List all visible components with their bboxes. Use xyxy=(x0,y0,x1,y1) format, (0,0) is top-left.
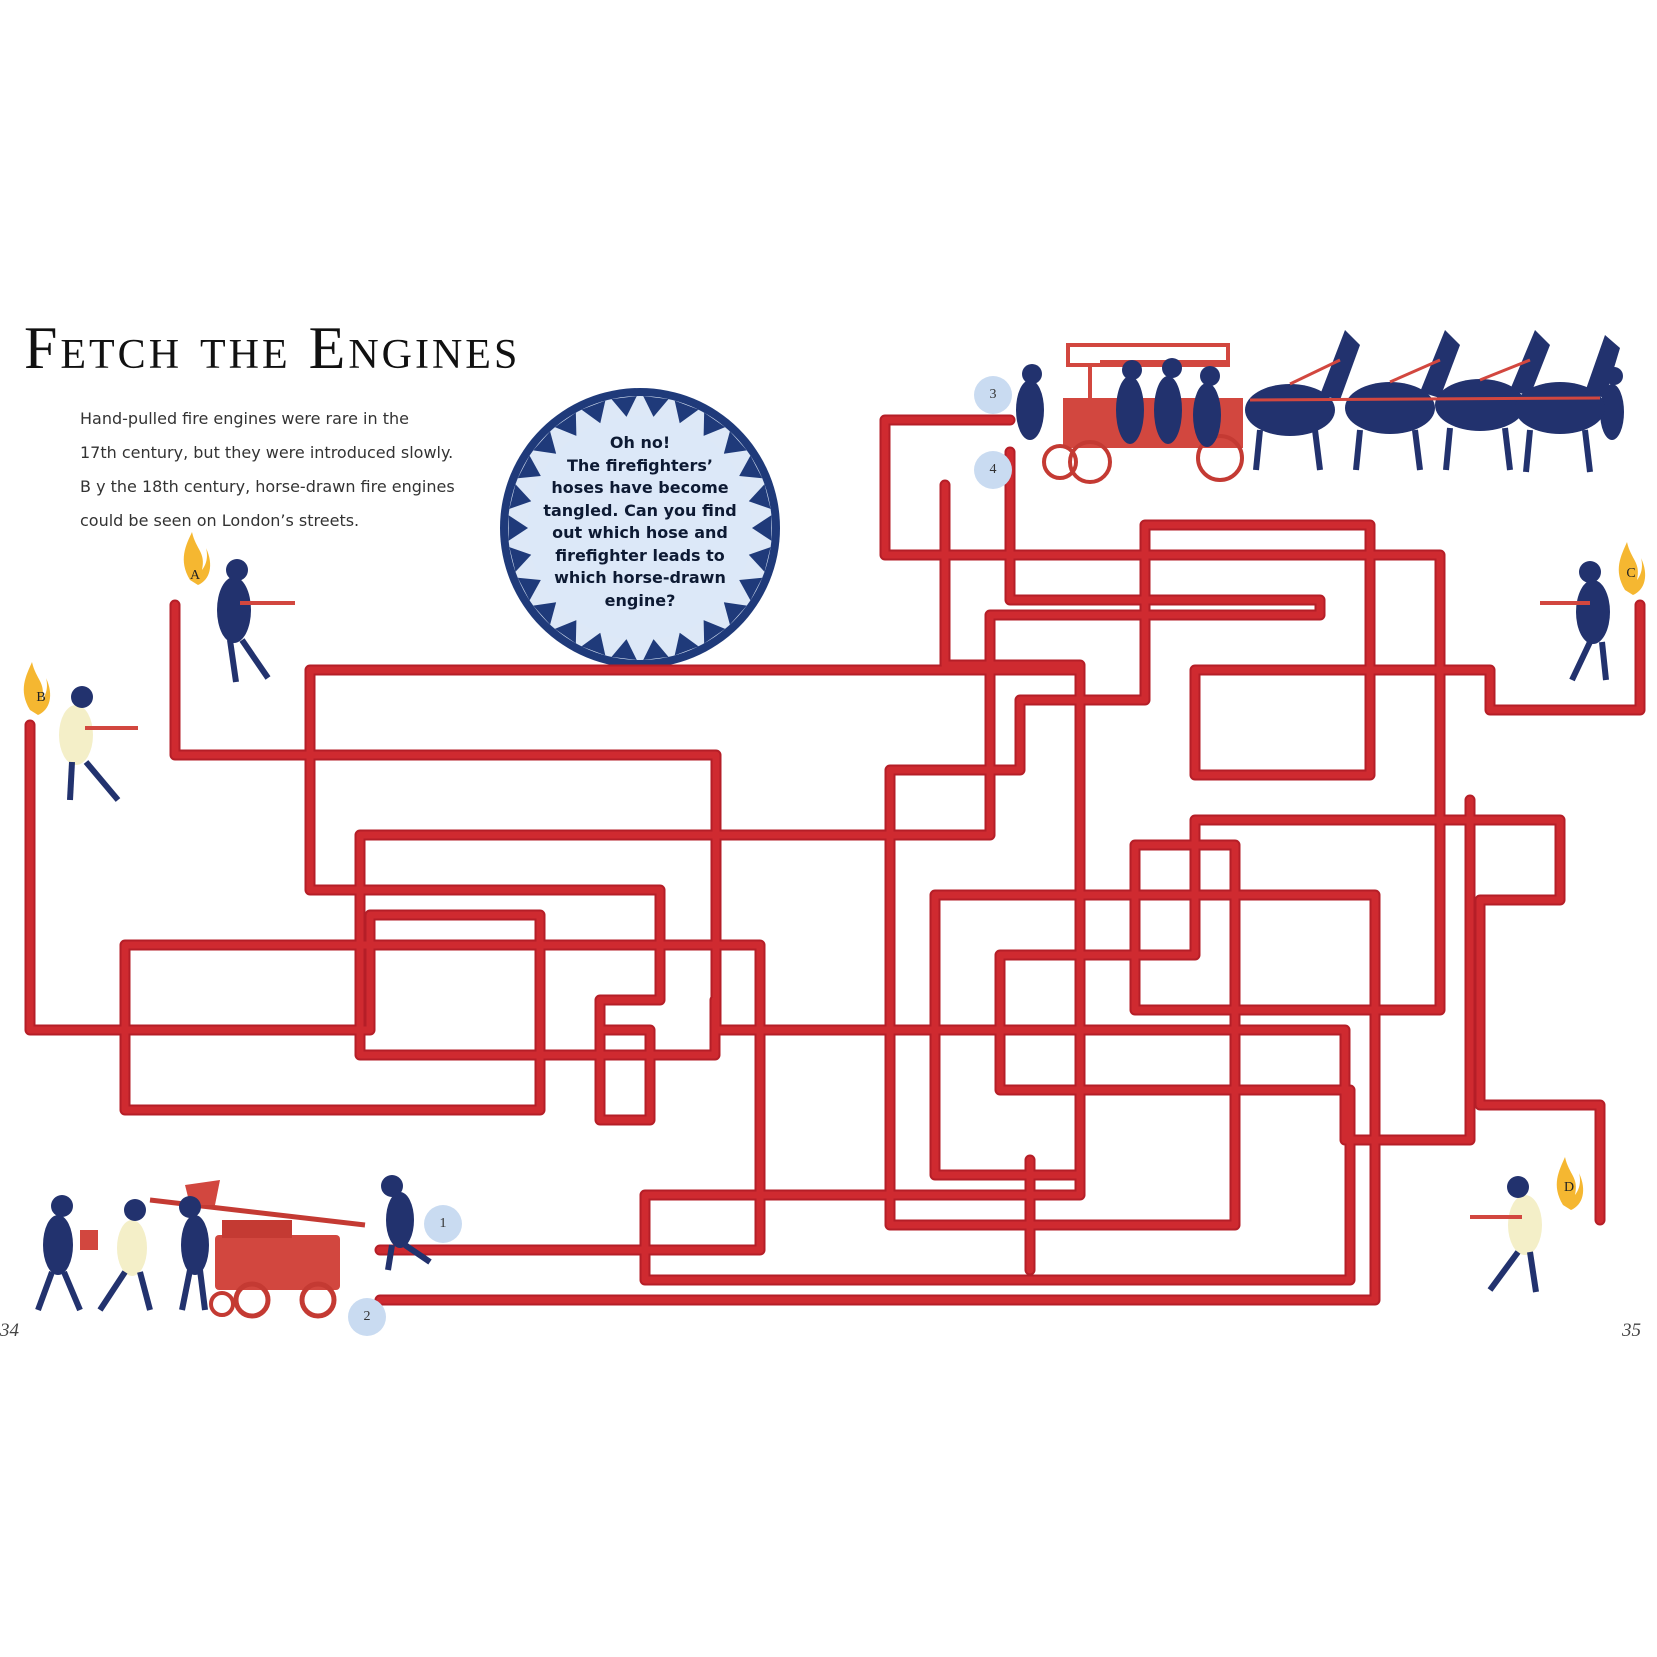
puzzle-question: Oh no! The firefighters’ hoses have beco… xyxy=(515,432,765,612)
firefighter-label-c: C xyxy=(1626,566,1636,581)
horse-drawn-engine xyxy=(1016,330,1624,484)
question-line: tangled. Can you find xyxy=(543,500,737,520)
question-line: engine? xyxy=(604,590,676,610)
engine-label-2: 2 xyxy=(348,1298,386,1336)
page-title: Fetch the Engines xyxy=(24,315,521,381)
intro-line: Hand-pulled fire engines were rare in th… xyxy=(80,409,409,428)
badge-triangle xyxy=(723,431,747,454)
badge-triangle xyxy=(739,455,763,479)
question-line: hoses have become xyxy=(551,478,729,497)
badge-triangle xyxy=(748,484,771,509)
question-line: The firefighters’ xyxy=(566,455,714,475)
firefighter-b xyxy=(23,662,138,802)
badge-triangle xyxy=(748,547,771,572)
question-line: which horse-drawn xyxy=(554,568,726,587)
firefighter-label-b: B xyxy=(36,690,46,705)
engine-label-4: 4 xyxy=(974,451,1012,489)
hose xyxy=(171,601,1474,1144)
badge-triangle xyxy=(509,484,532,509)
badge-triangle xyxy=(703,412,726,436)
hose xyxy=(356,448,1324,1059)
intro-paragraph: Hand-pulled fire engines were rare in th… xyxy=(80,402,470,538)
badge-triangle xyxy=(533,431,557,454)
badge-triangle xyxy=(723,602,747,625)
badge-triangle xyxy=(643,396,669,417)
badge-triangle xyxy=(674,632,699,656)
firefighter-d xyxy=(1470,1157,1584,1293)
badge-triangle xyxy=(517,577,541,601)
firefighter-label-d: D xyxy=(1563,1180,1575,1195)
question-line: firefighter leads to xyxy=(555,545,725,565)
hose xyxy=(881,416,1644,1229)
engine-label-3: 3 xyxy=(974,376,1012,414)
badge-triangle xyxy=(611,639,637,660)
badge-triangle xyxy=(703,620,726,644)
badge-triangle xyxy=(611,396,637,417)
badge-triangle xyxy=(581,400,606,424)
badge-triangle xyxy=(554,412,577,436)
badge-triangle xyxy=(508,515,528,541)
hose xyxy=(306,666,1604,1284)
firefighter-c xyxy=(1540,542,1646,682)
hose-outline xyxy=(304,664,1606,1286)
badge-triangle xyxy=(533,602,557,625)
intro-line: B y the 18th century, horse-drawn fire e… xyxy=(80,477,455,496)
page-number-right: 35 xyxy=(1622,1320,1641,1341)
badge-triangle xyxy=(581,632,606,656)
firefighter-a xyxy=(183,532,295,683)
question-line: out which hose and xyxy=(552,523,728,542)
hose-outline xyxy=(24,719,766,1256)
badge-triangle xyxy=(674,400,699,424)
intro-line: could be seen on London’s streets. xyxy=(80,511,360,530)
badge-triangle xyxy=(739,577,763,601)
badge-triangle xyxy=(643,639,669,660)
hose xyxy=(26,721,764,1254)
hose-maze xyxy=(24,414,1646,1306)
badge-triangle xyxy=(509,547,532,572)
badge-triangle xyxy=(554,620,577,644)
badge-triangle xyxy=(517,455,541,479)
engine-label-1: 1 xyxy=(424,1205,462,1243)
speech-badge xyxy=(500,388,780,668)
page-number-left: 34 xyxy=(0,1320,19,1341)
firefighter-label-a: A xyxy=(189,568,201,583)
hand-pulled-engine xyxy=(35,1175,432,1319)
badge-triangle xyxy=(752,515,772,541)
question-line: Oh no! xyxy=(609,433,671,452)
intro-line: 17th century, but they were introduced s… xyxy=(80,443,454,462)
